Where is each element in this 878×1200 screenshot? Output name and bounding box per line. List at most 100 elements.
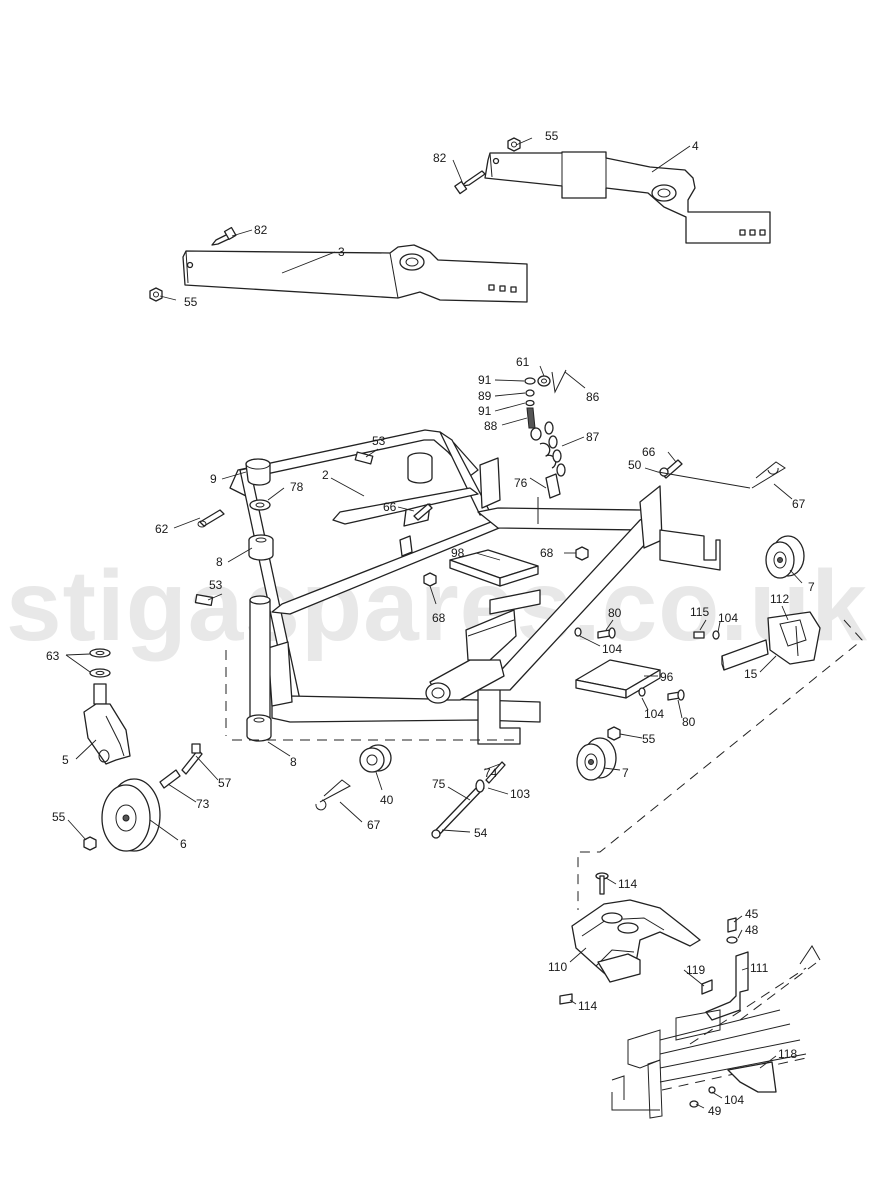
- part-washer-48: [726, 936, 738, 944]
- part-bushing-9: [245, 458, 271, 486]
- part-pin-62: [197, 509, 225, 528]
- callout-55: 55: [642, 732, 656, 746]
- callout-82: 82: [254, 223, 268, 237]
- callout-111: 111: [750, 961, 769, 975]
- callout-103: 103: [510, 787, 530, 801]
- part-bushing-40: [359, 744, 392, 773]
- part-washer-104-d: [708, 1086, 716, 1094]
- callout-66: 66: [383, 500, 397, 514]
- part-wheel-7-mid: [576, 737, 617, 781]
- part-chain-assembly: [524, 369, 567, 524]
- callout-104: 104: [718, 611, 738, 625]
- part-bolt-114-upper: [595, 872, 609, 895]
- callout-55: 55: [545, 129, 559, 143]
- callout-80: 80: [608, 606, 622, 620]
- part-cover-110: [571, 899, 701, 983]
- callout-91: 91: [478, 404, 492, 418]
- callout-86: 86: [586, 390, 600, 404]
- part-arm-4: [484, 151, 771, 244]
- callout-114: 114: [618, 877, 637, 891]
- callout-6: 6: [180, 837, 187, 851]
- callout-4: 4: [692, 139, 699, 153]
- callout-55: 55: [184, 295, 198, 309]
- part-washer-103: [475, 779, 485, 793]
- callout-80: 80: [682, 715, 696, 729]
- callout-115: 115: [690, 605, 709, 619]
- callout-104: 104: [602, 642, 622, 656]
- callout-2: 2: [322, 468, 329, 482]
- watermark-text: stigaspares.co.uk: [6, 550, 868, 662]
- callout-118: 118: [778, 1047, 797, 1061]
- callout-57: 57: [218, 776, 232, 790]
- callout-112: 112: [770, 592, 789, 606]
- part-bolt-66-mid: [413, 503, 433, 521]
- part-wheel-7-right: [765, 535, 805, 579]
- callout-104: 104: [724, 1093, 744, 1107]
- bolt-82-left: [211, 226, 237, 246]
- callout-89: 89: [478, 389, 492, 403]
- part-bracket-96: [575, 659, 661, 699]
- part-bolt-114-lower: [559, 993, 573, 1005]
- part-bolt-80-lower: [667, 689, 685, 701]
- part-bushing-8-upper: [248, 534, 274, 561]
- bolt-82-top: [454, 170, 486, 195]
- callout-114: 114: [578, 999, 597, 1013]
- part-bolt-115: [693, 631, 705, 639]
- callout-67: 67: [367, 818, 381, 832]
- part-wheel-6: [101, 778, 161, 852]
- callout-61: 61: [516, 355, 530, 369]
- callout-67: 67: [792, 497, 806, 511]
- part-washer-104-b: [638, 687, 646, 697]
- callout-54: 54: [474, 826, 488, 840]
- part-deck-section: [611, 945, 821, 1119]
- part-nut-55-mid: [607, 726, 621, 741]
- part-pin-74: [485, 761, 506, 784]
- callout-15: 15: [744, 667, 758, 681]
- callout-82: 82: [433, 151, 447, 165]
- callout-62: 62: [155, 522, 169, 536]
- callout-110: 110: [548, 960, 567, 974]
- callout-7: 7: [622, 766, 629, 780]
- dashed-assembly-outline: [225, 619, 863, 910]
- part-bolt-53-lower: [194, 594, 214, 606]
- callout-3: 3: [338, 245, 345, 259]
- part-bracket-111: [705, 951, 749, 1021]
- callout-8: 8: [216, 555, 223, 569]
- part-nut-55-caster: [83, 836, 97, 851]
- part-pin-67-upper: [751, 461, 786, 489]
- callout-88: 88: [484, 419, 498, 433]
- part-washer-104-c: [712, 630, 720, 640]
- part-axle-73: [159, 769, 181, 789]
- callout-63: 63: [46, 649, 60, 663]
- part-plate-98: [449, 549, 539, 587]
- callout-96: 96: [660, 670, 674, 684]
- part-washer-78: [249, 499, 271, 511]
- callout-78: 78: [290, 480, 304, 494]
- part-main-frame-2: [229, 429, 721, 745]
- part-pin-67-lower: [315, 779, 351, 811]
- nut-55-left: [149, 287, 163, 302]
- part-nut-68-a: [575, 546, 589, 561]
- part-stud-119: [701, 979, 713, 995]
- callout-119: 119: [686, 963, 705, 977]
- callout-45: 45: [745, 907, 759, 921]
- callout-66: 66: [642, 445, 656, 459]
- callout-40: 40: [380, 793, 394, 807]
- callout-8: 8: [290, 755, 297, 769]
- part-bolt-57: [181, 743, 203, 775]
- callout-91: 91: [478, 373, 492, 387]
- part-arm-3: [182, 244, 528, 303]
- callout-76: 76: [514, 476, 528, 490]
- part-bolt-49: [689, 1100, 699, 1108]
- part-washers-63: [89, 648, 111, 678]
- part-bracket-118: [727, 1061, 777, 1093]
- callout-68: 68: [432, 611, 446, 625]
- callout-48: 48: [745, 923, 759, 937]
- callout-49: 49: [708, 1104, 722, 1118]
- callout-7: 7: [808, 580, 815, 594]
- callout-53: 53: [209, 578, 223, 592]
- callout-55: 55: [52, 810, 66, 824]
- callout-98: 98: [451, 546, 465, 560]
- callout-73: 73: [196, 797, 210, 811]
- part-nut-68-b: [423, 572, 437, 587]
